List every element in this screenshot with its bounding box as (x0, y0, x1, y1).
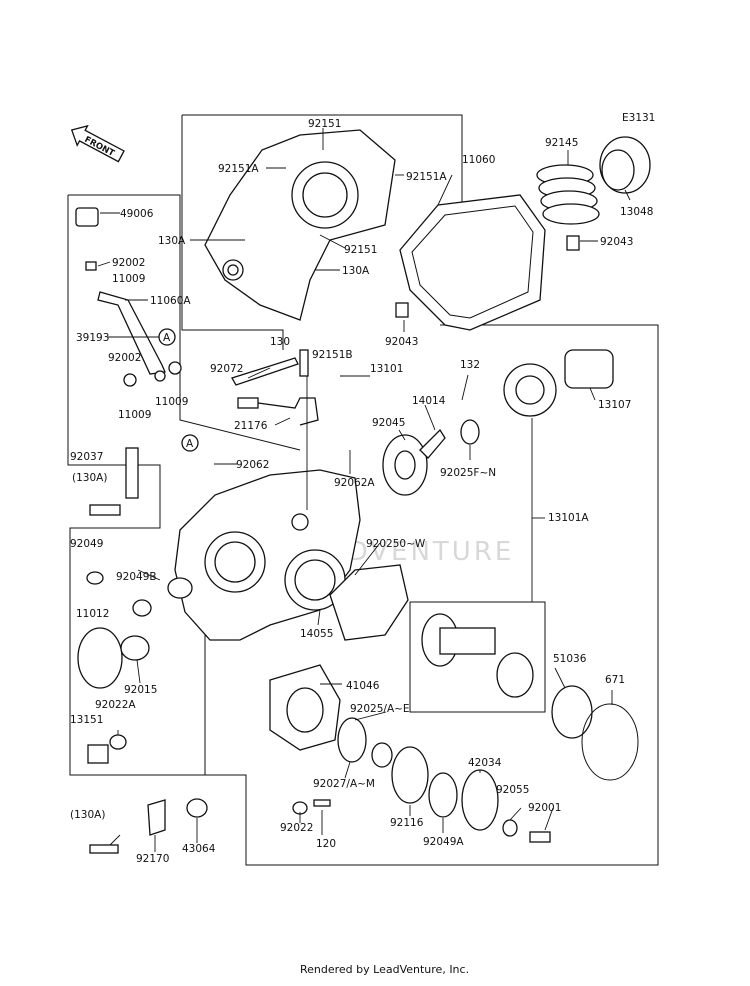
group-frames (67, 114, 659, 866)
label-92022: 92022 (280, 822, 313, 834)
label-92027-A-M: 92027/A~M (313, 778, 375, 790)
a-mark-1: A (163, 332, 171, 344)
housing-41046 (269, 664, 341, 751)
label-92062A: 92062A (334, 477, 375, 489)
label-92151A-right: 92151A (406, 171, 447, 183)
label-92145: 92145 (545, 137, 578, 149)
reference-marker-a1: A (158, 328, 176, 346)
front-arrow-icon: FRONT (70, 124, 125, 163)
bolt-92151B (299, 349, 309, 377)
label-130A-left: 130A (158, 235, 186, 247)
pinion-box (409, 601, 546, 713)
label-92037: 92037 (70, 451, 103, 463)
label-13101A: 13101A (548, 512, 589, 524)
label-92025F-N: 92025F~N (440, 467, 496, 479)
label-11009-b: 11009 (118, 409, 151, 421)
label-13101: 13101 (370, 363, 403, 375)
label-14014: 14014 (412, 395, 446, 407)
part-number-labels: 92151 92151A 92151A 130A 92151 130A 130 … (70, 118, 653, 865)
bottom-left-parts (89, 798, 208, 854)
label-92043-a: 92043 (600, 236, 633, 248)
label-13107: 13107 (598, 399, 631, 411)
label-13048: 13048 (620, 206, 653, 218)
label-92043-b: 92043 (385, 336, 418, 348)
label-51036: 51036 (553, 653, 587, 665)
label-92151A-left: 92151A (218, 163, 259, 175)
label-130A-paren-a: (130A) (72, 472, 107, 484)
label-11060A: 11060A (150, 295, 191, 307)
label-92025-A-E: 92025/A~E (350, 703, 410, 715)
lower-row-parts (292, 717, 551, 843)
label-11060: 11060 (462, 154, 495, 166)
gasket-920250 (329, 564, 409, 641)
label-92116: 92116 (390, 817, 424, 829)
label-92062: 92062 (236, 459, 269, 471)
pin-92043a (566, 235, 580, 251)
label-92151-mid: 92151 (344, 244, 377, 256)
label-13151: 13151 (70, 714, 103, 726)
label-120: 120 (316, 838, 336, 850)
lever-14014 (419, 428, 446, 459)
breather-assembly (75, 207, 182, 387)
label-49006: 49006 (120, 208, 154, 220)
footer-credit: Rendered by LeadVenture, Inc. (300, 963, 469, 976)
left-small-parts (77, 571, 193, 764)
label-130: 130 (270, 336, 290, 348)
label-671: 671 (605, 674, 625, 686)
pinion-gear-13101A (421, 613, 534, 698)
label-11012: 11012 (76, 608, 109, 620)
label-92049A: 92049A (423, 836, 464, 848)
label-92002-b: 92002 (108, 352, 141, 364)
label-41046: 41046 (346, 680, 380, 692)
leader-lines (97, 128, 631, 852)
label-92049: 92049 (70, 538, 103, 550)
label-21176: 21176 (234, 420, 268, 432)
label-92022A: 92022A (95, 699, 136, 711)
label-42034: 42034 (468, 757, 502, 769)
oring-671 (581, 703, 639, 781)
label-92072: 92072 (210, 363, 243, 375)
label-92015: 92015 (124, 684, 157, 696)
bracket-92037 (89, 447, 139, 516)
label-130A-right: 130A (342, 265, 370, 277)
a-mark-2: A (186, 438, 194, 450)
label-92151B: 92151B (312, 349, 353, 361)
label-92045: 92045 (372, 417, 405, 429)
top-cover (204, 129, 396, 321)
label-11009-a: 11009 (112, 273, 145, 285)
label-92151-top: 92151 (308, 118, 341, 130)
label-92170: 92170 (136, 853, 169, 865)
diagram-code: E3131 (622, 112, 655, 124)
bearing-13048 (599, 136, 651, 194)
spring-92145 (536, 164, 600, 225)
label-43064: 43064 (182, 843, 216, 855)
label-11009-c: 11009 (155, 396, 188, 408)
label-920250-W: 920250~W (366, 538, 426, 550)
label-132: 132 (460, 359, 480, 371)
pin-92043b (395, 302, 409, 318)
label-39193: 39193 (76, 332, 109, 344)
seal-51036 (551, 685, 593, 739)
label-92055: 92055 (496, 784, 529, 796)
bearing-92045 (382, 434, 428, 496)
label-92002-a: 92002 (112, 257, 145, 269)
label-92049B: 92049B (116, 571, 157, 583)
cover-gasket (399, 194, 546, 331)
label-14055: 14055 (300, 628, 333, 640)
gear-13107 (503, 349, 614, 417)
shim-92025 (460, 419, 480, 445)
sensor-21176 (237, 397, 319, 426)
label-92001: 92001 (528, 802, 561, 814)
reference-marker-a2: A (181, 434, 199, 452)
label-130A-paren-b: (130A) (70, 809, 105, 821)
